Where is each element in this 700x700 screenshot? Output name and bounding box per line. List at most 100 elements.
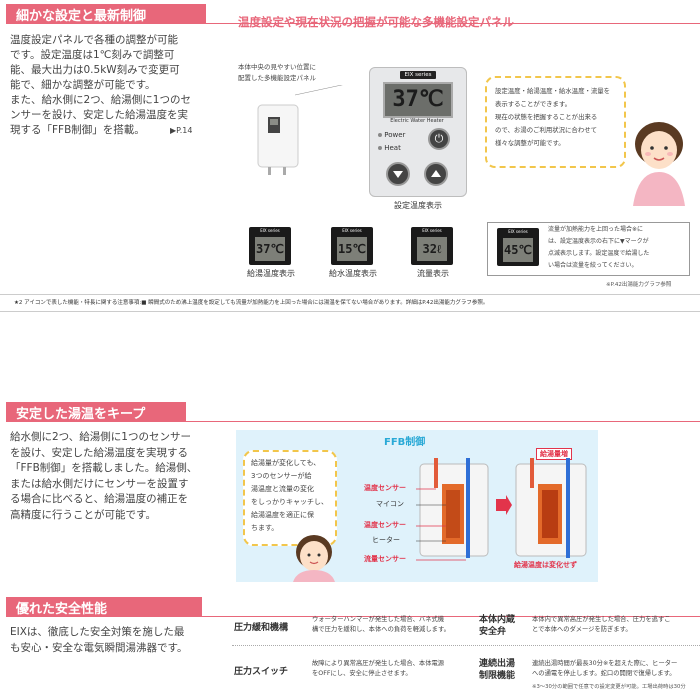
bubble-line: ので、お湯のご利用状況に合わせて [495,126,597,134]
body-line: を設け、安定した給湯温度を実現する [10,446,188,459]
body-line: る場合に比べると、給湯温度の補正を [10,493,189,505]
body-line: ンサーを設け、安定した給湯温度を実 [10,109,188,121]
divider [0,311,700,312]
desc-line: をOFFにし、安全に停止させます。 [312,670,412,677]
down-arrow-icon [393,171,403,178]
feature-key: 連続出湯制限機能 [479,658,523,682]
display-inlet-temp: EIX series 15℃ [331,227,373,265]
feature-separator [232,645,700,647]
feature-desc: ウォーターハンマーが発生した場合、バネ式機 構で圧力を緩和し、本体への負荷を軽減… [312,615,477,635]
bubble-line: 設定温度・給湯温度・給水温度・流量を [495,87,611,95]
section3-title: 優れた安全性能 [6,597,202,617]
heater-diagram-normal [416,458,489,561]
display-brand: EIX series [342,228,362,233]
heat-indicator: Heat [378,144,401,152]
feature-key-text: 本体内蔵安全弁 [479,615,516,637]
body-line: 給水側に2つ、給湯側に1つのセンサー [10,431,191,443]
ffb-diagram: FFB制御 給湯量が変化しても、 3つのセンサーが給 湯温度と流量の変化 をしっ… [236,430,598,582]
flow-caption: 流量表示 [417,269,449,278]
ffb-bubble: 給湯量が変化しても、 3つのセンサーが給 湯温度と流量の変化 をしっかりキャッチ… [243,450,337,546]
display-flow: EIX series 32ℓ [411,227,453,265]
desc-line: への通電を停止します。蛇口の開閉で復帰します。 [532,670,676,677]
feature-key: 本体内蔵安全弁 [479,614,523,638]
feature-desc: 連続出湯時間が最長30分※を超えた際に、ヒーター への通電を停止します。蛇口の開… [532,659,700,679]
flow-warning-box: EIX series 45℃ 流量が加熱能力を上回った場合※に は、設定温度表示… [487,222,690,276]
desc-line: 構で圧力を緩和し、本体への負荷を軽減します。 [312,626,450,633]
desc-line: ウォーターハンマーが発生した場合、バネ式機 [312,616,445,623]
body-line: です。設定温度は1℃刻みで調整可 [10,49,175,61]
body-line: 温度設定パネルで各種の調整が可能 [10,34,178,46]
page-ref-link[interactable]: ▶P.14 [170,126,193,135]
display-outlet-temp: EIX series 37℃ [249,227,291,265]
flow-warning-note: 流量が加熱能力を上回った場合※に は、設定温度表示の右下に▼マークが 点滅表示し… [548,224,688,272]
down-button[interactable] [386,162,410,186]
woman-illustration [633,122,685,206]
section2-rule [186,421,700,422]
power-led [378,133,382,137]
section2-body: 給水側に2つ、給湯側に1つのセンサー を設け、安定した給湯温度を実現する 「FF… [10,430,224,523]
unit-caption: 本体中央の見やすい位置に 配置した多機能設定パネル [238,62,368,84]
power-indicator: Power [378,131,405,139]
bubble-line: をしっかりキャッチし、 [251,498,328,506]
inlet-temp-caption: 給水温度表示 [329,269,377,278]
bubble-line: 現在の状態を把握することが出来る [495,113,598,121]
bubble-line: 3つのセンサーが給 [251,472,312,480]
flow-value: 32ℓ [417,237,447,261]
desc-line: 本体内で異常高圧が発生した場合、圧力を逃すこ [532,616,671,623]
heater-unit-illustration [257,85,343,175]
desc-line: 故障により異常高圧が発生した場合、本体電源 [312,660,445,667]
feature-key: 圧力緩和機構 [234,623,289,633]
body-line: または給水側だけにセンサーを設置す [10,477,189,490]
note-line: 流量が加熱能力を上回った場合※に [548,226,644,233]
bubble-line: 様々な調整が可能です。 [495,139,565,147]
inlet-temp-value: 15℃ [337,237,367,261]
body-line: また、給水側に2つ、給湯側に1つのセ [10,94,191,106]
heat-led [378,146,382,150]
body-line: 高精度に行うことが可能です。 [10,508,156,521]
feature-footnote: ※3～30分の範囲で任意での設定変更が可能。工場出荷時は30分 [532,684,686,690]
flow-sensor-label: 流量センサー [364,555,406,563]
note-line: い場合は流量を絞ってください。 [548,262,638,269]
feature-desc: 故障により異常高圧が発生した場合、本体電源 をOFFにし、安全に停止させます。 [312,659,477,679]
body-line: 能、最大出力は0.5kW刻みで変更可 [10,64,180,76]
feature-desc: 本体内で異常高圧が発生した場合、圧力を逃すこ とで本体へのダメージを防ぎます。 [532,615,700,635]
woman-illustration [293,535,335,582]
display-brand: EIX series [508,229,528,234]
panel-label: Electric Water Heater [390,118,444,124]
bubble-line: 給湯温度を適正に保 [251,511,314,519]
divider [0,294,700,295]
body-line: 「FFB制御」を搭載しました。給湯側、 [10,462,198,474]
body-line: も安心・安全な電気瞬間湯沸器です。 [10,641,188,654]
up-arrow-icon [431,170,441,177]
heater-label: ヒーター [372,536,400,544]
footnote: ★2 アイコンで表した機能・特長に関する注意事項:■ 瞬間式のため沸上温度を設定… [14,300,489,306]
up-button[interactable] [424,162,448,186]
desc-line: とで本体へのダメージを防ぎます。 [532,626,632,633]
feature-key-text: 連続出湯制限機能 [479,659,516,681]
heater-diagram-increased [515,458,587,558]
power-button[interactable]: ⏻ [428,128,450,150]
section1-rule [206,23,700,24]
graph-reference-note: ※P.42出湯能力グラフ参照 [606,282,672,288]
feature-key: 圧力スイッチ [234,667,289,677]
panel-brand: EIX series [400,71,436,79]
body-line: 能で、細かな調整が可能です。 [10,79,156,91]
right-arrow-icon [496,495,512,515]
note-line: は、設定温度表示の右下に▼マークが [548,238,649,245]
display-flow-warning: EIX series 45℃ [497,228,539,266]
section1-body: 温度設定パネルで各種の調整が可能 です。設定温度は1℃刻みで調整可 能、最大出力… [10,33,220,138]
outlet-temp-value: 37℃ [255,237,285,261]
ffb-title: FFB制御 [384,437,426,448]
section1-title: 細かな設定と最新制御 [6,4,206,24]
body-line: 現する「FFB制御」を搭載。 [10,124,145,136]
heat-label: Heat [384,144,401,152]
bubble-line: 給湯量が変化しても、 [251,459,321,467]
bubble-line: ちます。 [251,524,279,532]
panel-heading: 温度設定や現在状況の把握が可能な多機能設定パネル [238,15,514,29]
bubble-line: 湯温度と流量の変化 [251,485,314,493]
section3-rule [202,616,700,617]
caption-line: 配置した多機能設定パネル [238,74,316,82]
section2-title: 安定した湯温をキープ [6,402,186,422]
display-brand: EIX series [260,228,280,233]
power-label: Power [384,131,406,139]
